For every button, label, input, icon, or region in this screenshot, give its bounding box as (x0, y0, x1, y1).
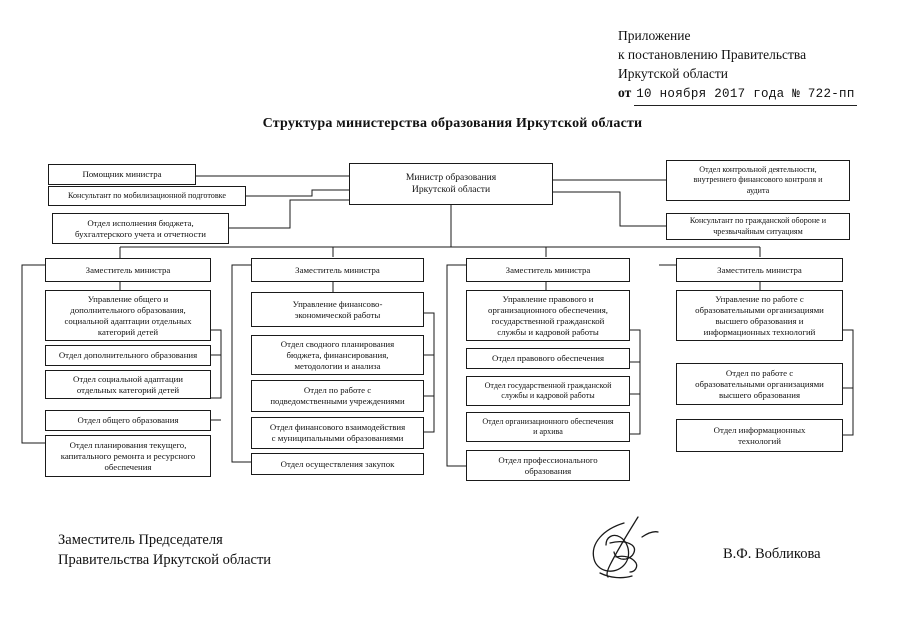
c2-u2-line-2: подведомственными учреждениями (270, 396, 405, 406)
node-minister[interactable]: Министр образования Иркутской области (349, 163, 553, 205)
c1-u4-line-2: капитального ремонта и ресурсного (60, 450, 196, 461)
c4-u2-line-1: Отдел информационных (713, 424, 806, 435)
signatory-title-line-1: Заместитель Председателя (58, 532, 223, 548)
c1-u4-line-3: обеспечения (104, 461, 152, 472)
c3-u3-line-2: и архива (533, 427, 563, 436)
minister-line-1: Министр образования (405, 172, 497, 183)
c2-u1-line-1: Отдел сводного планирования (280, 338, 395, 349)
c4-u1-line-2: образовательными организациями (695, 378, 824, 389)
node-dept-general-supplementary-education[interactable]: Управление общего и дополнительного обра… (45, 290, 211, 341)
c4-u2-line-2: технологий (738, 435, 781, 446)
c1-dept-line-3: социальной адаптации отдельных (64, 315, 192, 326)
c2-u3-line-2: с муниципальными образованиями (271, 433, 404, 443)
signatory-title: Заместитель Председателя Правительства И… (58, 530, 271, 570)
header-line-2: к постановлению Правительства (618, 47, 807, 62)
c3-u1-label: Отдел правового обеспечения (491, 353, 604, 363)
c2-dept-line-1: Управление финансово- (292, 298, 383, 309)
signatory-name: В.Ф. Вобликова (723, 546, 821, 562)
node-aide-assistant-minister[interactable]: Помощник министра (48, 164, 196, 185)
right-2-line-2: чрезвычайным ситуациям (713, 226, 803, 236)
node-unit-legal-support[interactable]: Отдел правового обеспечения (466, 348, 630, 369)
node-unit-organizational-support-archive[interactable]: Отдел организационного обеспечения и арх… (466, 412, 630, 442)
c3-u2-line-1: Отдел государственной гражданской (484, 380, 612, 390)
node-civil-defense-consultant[interactable]: Консультант по гражданской обороне и чре… (666, 213, 850, 240)
aide-2-label: Консультант по мобилизационной подготовк… (68, 190, 226, 200)
minister-line-2: Иркутской области (411, 184, 491, 195)
c1-dept-line-2: дополнительного образования, (70, 304, 186, 315)
c3-u4-line-2: образования (524, 465, 572, 476)
c4-dept-line-4: информационных технологий (703, 326, 816, 337)
aide-3-line-2: бухгалтерского учета и отчетности (75, 228, 206, 239)
decree-date-number: 10 ноября 2017 года № 722-пп (634, 85, 857, 106)
node-dept-higher-education-it[interactable]: Управление по работе с образовательными … (676, 290, 843, 341)
node-budget-execution-department[interactable]: Отдел исполнения бюджета, бухгалтерского… (52, 213, 229, 244)
signatory-title-line-2: Правительства Иркутской области (58, 552, 272, 568)
node-deputy-minister-2[interactable]: Заместитель министра (251, 258, 424, 282)
c1-dept-line-1: Управление общего и (87, 293, 169, 304)
c4-dept-line-1: Управление по работе с (715, 293, 804, 304)
node-deputy-minister-1[interactable]: Заместитель министра (45, 258, 211, 282)
c2-u1-line-2: бюджета, финансирования, (286, 349, 389, 360)
node-unit-municipal-financial-cooperation[interactable]: Отдел финансового взаимодействия с муниц… (251, 417, 424, 449)
c2-u2-line-1: Отдел по работе с (303, 385, 372, 395)
c2-u1-line-3: методологии и анализа (294, 360, 381, 371)
c1-u1-label: Отдел дополнительного образования (58, 350, 198, 360)
right-1-line-3: аудита (746, 185, 770, 195)
aide-1-label: Помощник министра (82, 169, 162, 179)
c3-dept-line-4: службы и кадровой работы (497, 326, 599, 337)
c1-u4-line-1: Отдел планирования текущего, (69, 439, 187, 450)
c3-dept-line-1: Управление правового и (502, 293, 594, 304)
header-line-1: Приложение (618, 28, 691, 43)
node-unit-supplementary-education[interactable]: Отдел дополнительного образования (45, 345, 211, 366)
node-dept-financial-economic-work[interactable]: Управление финансово- экономической рабо… (251, 292, 424, 327)
c3-u4-line-1: Отдел профессионального (498, 454, 598, 465)
c3-u3-line-1: Отдел организационного обеспечения (482, 416, 614, 426)
right-1-line-2: внутреннего финансового контроля и (693, 175, 823, 185)
node-unit-subordinate-institutions[interactable]: Отдел по работе с подведомственными учре… (251, 380, 424, 412)
c1-u2-line-2: отдельных категорий детей (76, 384, 180, 395)
c2-u4-label: Отдел осуществления закупок (280, 458, 395, 469)
c3-dept-line-3: государственной гражданской (491, 315, 605, 326)
c4-u1-line-1: Отдел по работе с (725, 367, 794, 378)
c2-u3-line-1: Отдел финансового взаимодействия (269, 422, 406, 432)
c3-dept-line-2: организационного обеспечения, (488, 304, 608, 315)
node-unit-professional-education[interactable]: Отдел профессионального образования (466, 450, 630, 481)
c1-u2-line-1: Отдел социальной адаптации (72, 373, 184, 384)
deputy-1-label: Заместитель министра (85, 264, 171, 275)
node-unit-repair-planning[interactable]: Отдел планирования текущего, капитальног… (45, 435, 211, 477)
node-unit-information-technology[interactable]: Отдел информационных технологий (676, 419, 843, 452)
document-header: Приложение к постановлению Правительства… (618, 26, 888, 106)
c2-dept-line-2: экономической работы (294, 309, 381, 320)
node-deputy-minister-3[interactable]: Заместитель министра (466, 258, 630, 282)
right-1-line-1: Отдел контрольной деятельности, (699, 165, 817, 175)
deputy-2-label: Заместитель министра (295, 264, 380, 275)
deputy-3-label: Заместитель министра (505, 264, 591, 275)
node-deputy-minister-4[interactable]: Заместитель министра (676, 258, 843, 282)
node-aide-mobilization-consultant[interactable]: Консультант по мобилизационной подготовк… (48, 186, 246, 206)
handwritten-signature (592, 516, 659, 579)
c1-u3-label: Отдел общего образования (77, 415, 179, 425)
decree-label: от (618, 85, 632, 100)
node-unit-general-education[interactable]: Отдел общего образования (45, 410, 211, 431)
c3-u2-line-2: службы и кадровой работы (501, 391, 595, 400)
c1-dept-line-4: категорий детей (97, 326, 159, 337)
node-unit-civil-service-hr[interactable]: Отдел государственной гражданской службы… (466, 376, 630, 406)
c4-dept-line-2: образовательными организациями (695, 304, 824, 315)
node-dept-legal-organizational-support[interactable]: Управление правового и организационного … (466, 290, 630, 341)
node-control-audit-department[interactable]: Отдел контрольной деятельности, внутренн… (666, 160, 850, 201)
header-decree-row: от 10 ноября 2017 года № 722-пп (618, 83, 888, 106)
header-line-3: Иркутской области (618, 66, 729, 81)
right-2-line-1: Консультант по гражданской обороне и (689, 216, 827, 226)
deputy-4-label: Заместитель министра (717, 264, 802, 275)
node-unit-higher-education-organizations[interactable]: Отдел по работе с образовательными орган… (676, 363, 843, 405)
node-unit-procurement[interactable]: Отдел осуществления закупок (251, 453, 424, 475)
aide-3-line-1: Отдел исполнения бюджета, (87, 217, 194, 228)
c4-u1-line-3: высшего образования (718, 389, 801, 400)
node-unit-consolidated-budget-planning[interactable]: Отдел сводного планирования бюджета, фин… (251, 335, 424, 375)
c4-dept-line-3: высшего образования и (715, 315, 804, 326)
page-title: Структура министерства образования Иркут… (262, 116, 643, 131)
node-unit-social-adaptation[interactable]: Отдел социальной адаптации отдельных кат… (45, 370, 211, 399)
